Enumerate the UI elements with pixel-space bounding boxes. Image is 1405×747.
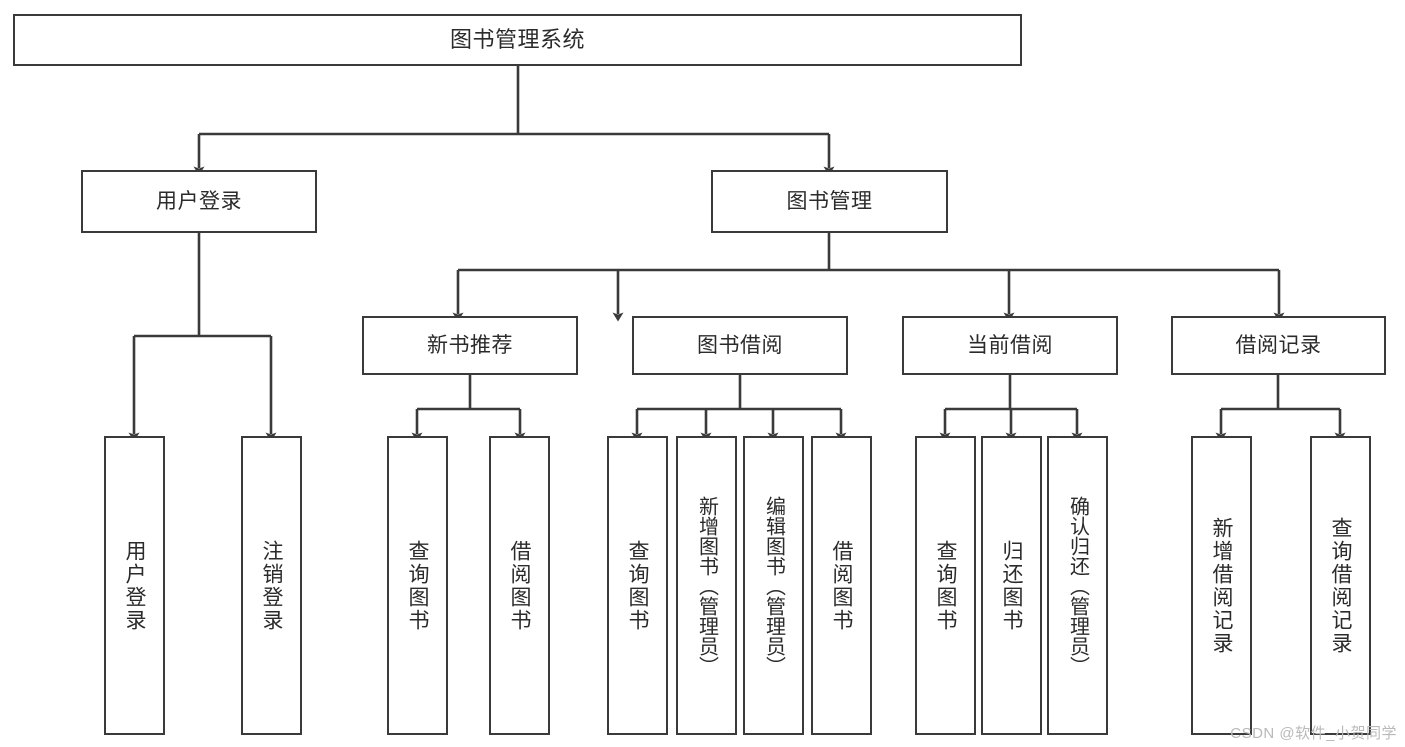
node-current-borrow[interactable]: 当前借阅 bbox=[902, 316, 1118, 375]
node-label: 注销登录 bbox=[260, 539, 283, 632]
node-label: 查询图书 bbox=[626, 539, 649, 632]
node-leaf-rec-query[interactable]: 查询图书 bbox=[387, 436, 448, 735]
node-label: 新书推荐 bbox=[427, 333, 513, 357]
node-leaf-rec-query2[interactable]: 查询借阅记录 bbox=[1310, 436, 1371, 735]
node-leaf-book-edit[interactable]: 编辑图书（管理员） bbox=[743, 436, 804, 735]
node-user-login[interactable]: 用户登录 bbox=[81, 170, 317, 233]
node-leaf-borrow-book[interactable]: 借阅图书 bbox=[811, 436, 872, 735]
node-borrow-record[interactable]: 借阅记录 bbox=[1171, 316, 1386, 375]
node-label: 确认归还（管理员） bbox=[1066, 495, 1089, 676]
node-leaf-cur-return[interactable]: 归还图书 bbox=[981, 436, 1042, 735]
node-leaf-cur-query[interactable]: 查询图书 bbox=[915, 436, 976, 735]
node-label: 当前借阅 bbox=[967, 333, 1053, 357]
node-label: 借阅记录 bbox=[1235, 333, 1322, 357]
node-leaf-user-logout[interactable]: 注销登录 bbox=[241, 436, 302, 735]
node-label: 查询图书 bbox=[406, 539, 429, 632]
node-label: 查询借阅记录 bbox=[1329, 516, 1352, 655]
node-book-manage[interactable]: 图书管理 bbox=[711, 170, 948, 233]
node-leaf-rec-borrow[interactable]: 借阅图书 bbox=[489, 436, 550, 735]
node-root[interactable]: 图书管理系统 bbox=[13, 14, 1022, 66]
node-leaf-user-login[interactable]: 用户登录 bbox=[104, 436, 165, 735]
node-label: 查询图书 bbox=[934, 539, 957, 632]
node-label: 新增图书（管理员） bbox=[695, 495, 718, 676]
node-leaf-rec-add[interactable]: 新增借阅记录 bbox=[1191, 436, 1252, 735]
node-label: 借阅图书 bbox=[830, 539, 853, 632]
node-leaf-book-add[interactable]: 新增图书（管理员） bbox=[676, 436, 737, 735]
node-label: 归还图书 bbox=[1000, 539, 1023, 632]
node-new-book-rec[interactable]: 新书推荐 bbox=[362, 316, 578, 375]
node-label: 借阅图书 bbox=[508, 539, 531, 632]
node-label: 图书管理 bbox=[786, 189, 873, 213]
node-label: 用户登录 bbox=[156, 189, 242, 213]
node-book-borrow[interactable]: 图书借阅 bbox=[632, 316, 848, 375]
node-label: 新增借阅记录 bbox=[1210, 516, 1233, 655]
node-label: 图书管理系统 bbox=[449, 26, 585, 52]
node-label: 图书借阅 bbox=[697, 333, 783, 357]
node-leaf-cur-confirm[interactable]: 确认归还（管理员） bbox=[1047, 436, 1108, 735]
node-label: 编辑图书（管理员） bbox=[762, 495, 785, 676]
node-label: 用户登录 bbox=[123, 539, 146, 632]
node-leaf-borrow-query[interactable]: 查询图书 bbox=[607, 436, 668, 735]
